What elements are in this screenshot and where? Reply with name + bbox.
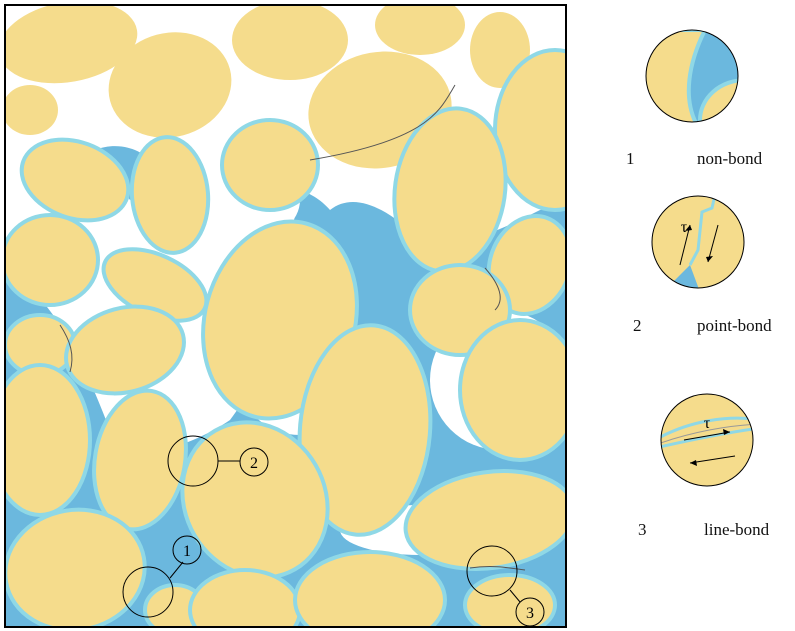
legend-3-label: line-bond bbox=[704, 520, 770, 539]
legend-3-number: 3 bbox=[638, 520, 647, 539]
legend-3-detail bbox=[660, 393, 754, 487]
legend-1-label: non-bond bbox=[697, 149, 763, 168]
sample-frame bbox=[4, 4, 567, 628]
callout-3-number: 3 bbox=[526, 605, 534, 622]
grains bbox=[5, 5, 566, 627]
callout-3-marker bbox=[466, 545, 545, 627]
legend-1-detail bbox=[645, 29, 739, 123]
legend-2-detail bbox=[651, 195, 745, 289]
callout-2-marker bbox=[167, 435, 269, 487]
grain-assemblage bbox=[5, 5, 566, 627]
legend-2-label: point-bond bbox=[697, 316, 772, 335]
legend-3-stress-symbol: τ bbox=[704, 415, 711, 432]
contact-lines bbox=[59, 84, 526, 571]
legend-2-stress-symbol: τ bbox=[681, 219, 688, 236]
legend-1-number: 1 bbox=[626, 149, 635, 168]
callout-1-number: 1 bbox=[183, 543, 191, 560]
callout-1-marker bbox=[122, 535, 202, 618]
legend-2-number: 2 bbox=[633, 316, 642, 335]
callout-2-number: 2 bbox=[250, 455, 258, 472]
